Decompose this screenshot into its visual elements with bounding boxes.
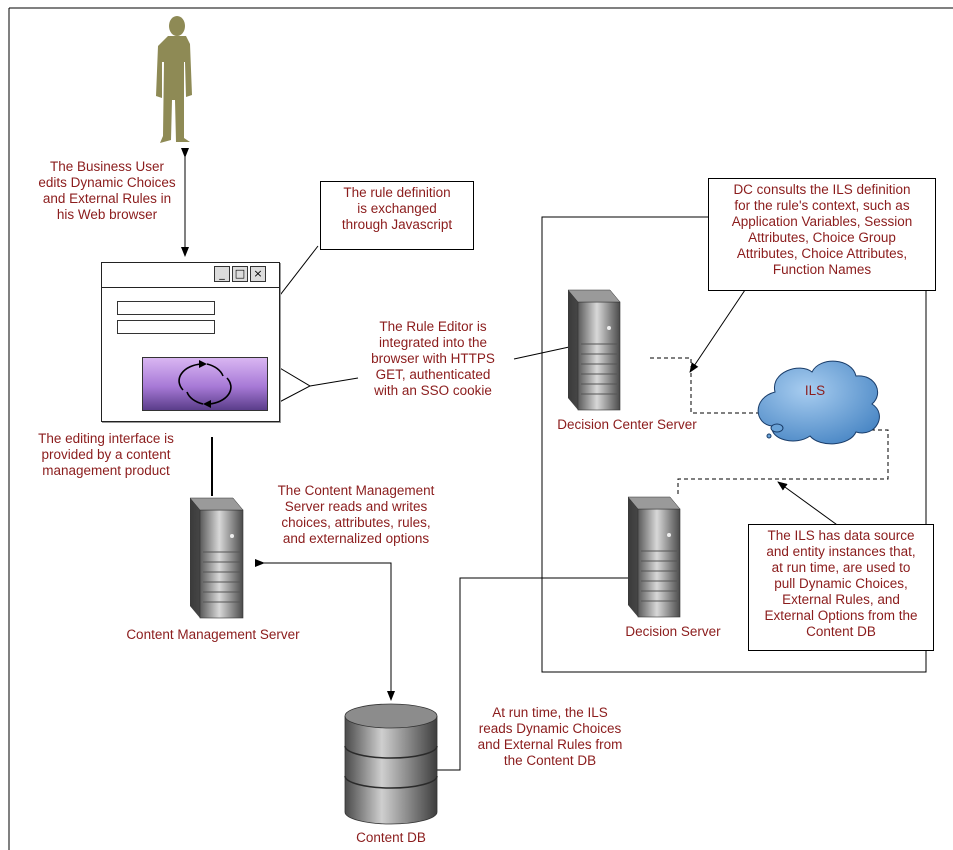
dc-consults-note-text: DC consults the ILS definition for the r… [731,182,913,277]
dc-consults-note: DC consults the ILS definition for the r… [708,178,936,291]
ds-ils-dashed [677,429,889,494]
browser-window: _ □ × [101,262,280,422]
close-icon[interactable]: × [250,266,266,282]
ils-has-arrow [777,481,841,528]
text-field-1[interactable] [117,301,215,315]
business-user-label: The Business User edits Dynamic Choices … [38,159,176,222]
content-db-icon [344,703,438,825]
ils-has-note-text: The ILS has data source and entity insta… [764,528,918,639]
decision-server-icon [627,496,681,618]
decision-center-server-label: Decision Center Server [557,417,697,432]
cms-db-arrow [255,559,395,701]
decision-server-label: Decision Server [625,624,721,639]
decision-center-server-icon [567,289,621,411]
ils-has-note: The ILS has data source and entity insta… [748,524,934,651]
window-title-bar: _ □ × [102,263,279,288]
editing-interface-label: The editing interface is provided by a c… [38,431,174,478]
rule-editor-panel[interactable] [142,357,268,411]
ils-label: ILS [804,383,826,398]
dc-consults-arrow [689,289,746,373]
text-field-2[interactable] [117,320,215,334]
content-db-label: Content DB [356,830,426,845]
business-user-icon [156,16,192,143]
maximize-icon[interactable]: □ [232,266,248,282]
dc-ils-dashed [650,357,760,414]
content-management-server-label: Content Management Server [126,627,300,642]
refresh-cycle-icon [178,360,232,408]
content-management-server-icon [189,497,244,619]
minimize-icon[interactable]: _ [214,266,230,282]
ils-cloud-icon [757,360,880,445]
rule-editor-label: The Rule Editor is integrated into the b… [371,319,495,398]
rule-definition-note: The rule definition is exchanged through… [320,181,474,250]
rule-definition-note-text: The rule definition is exchanged through… [341,185,453,232]
db-decision-arrow [436,574,641,771]
runtime-ils-label: At run time, the ILS reads Dynamic Choic… [477,705,623,768]
editor-label-line [309,377,359,387]
cms-reads-label: The Content Management Server reads and … [277,483,435,546]
